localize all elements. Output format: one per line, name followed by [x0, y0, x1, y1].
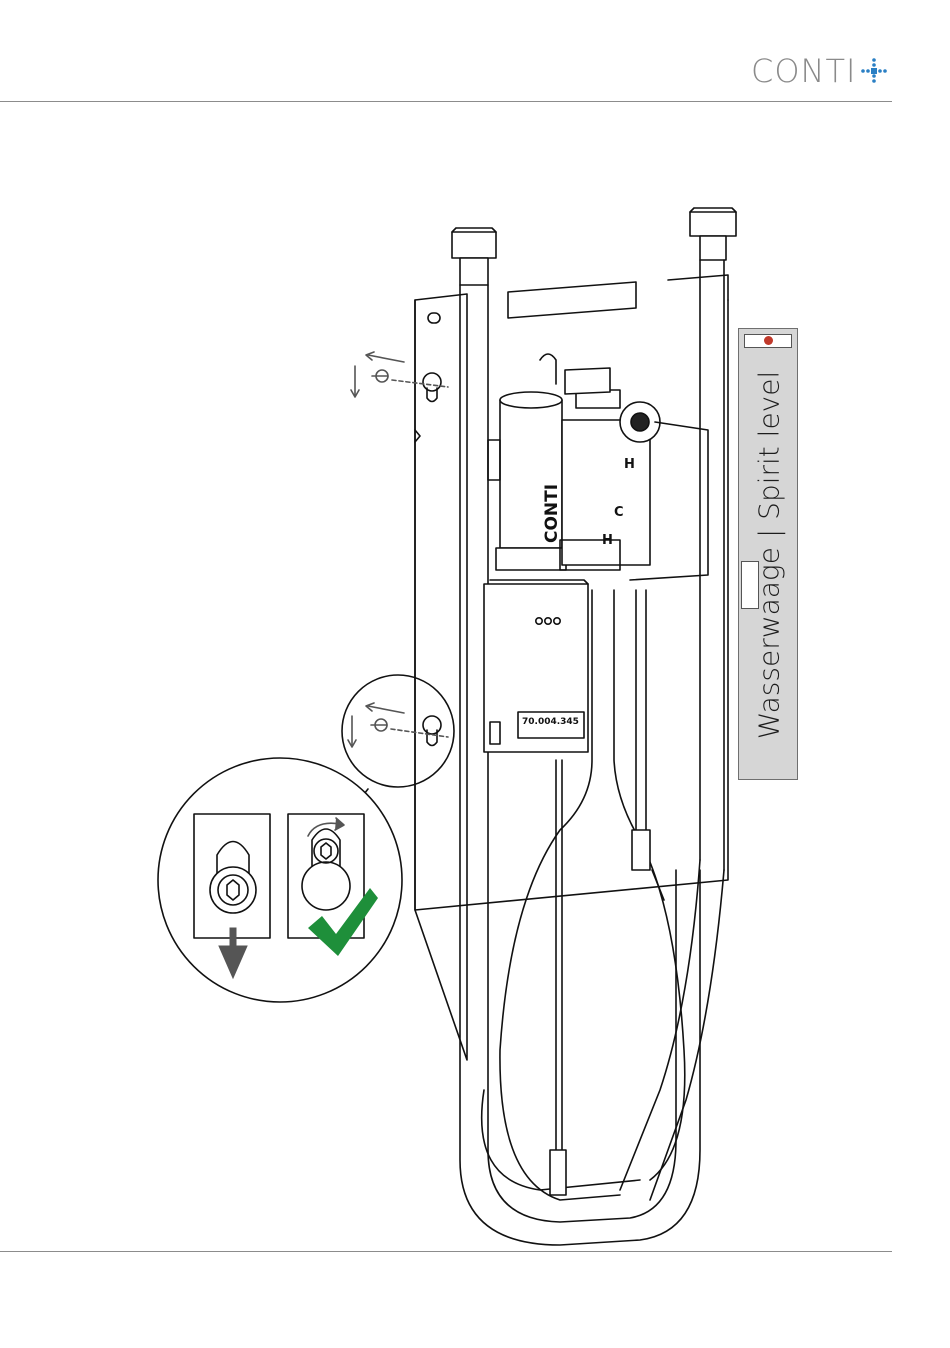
hot-mark-top: H: [624, 457, 635, 472]
level-vial-top: [744, 334, 792, 348]
level-bubble: [764, 336, 773, 345]
mixing-valve: [488, 354, 708, 580]
spirit-level-label: Wasserwaage | Spirit level: [753, 371, 786, 740]
spirit-level: Wasserwaage | Spirit level: [738, 328, 798, 780]
module-brand: CONTI: [542, 484, 562, 543]
hot-mark-bottom: H: [602, 533, 613, 548]
cold-mark: C: [614, 505, 624, 520]
module-label-code: 70.004.345: [522, 717, 579, 727]
detail-circle: [158, 758, 402, 1002]
right-hose: [620, 208, 736, 1200]
